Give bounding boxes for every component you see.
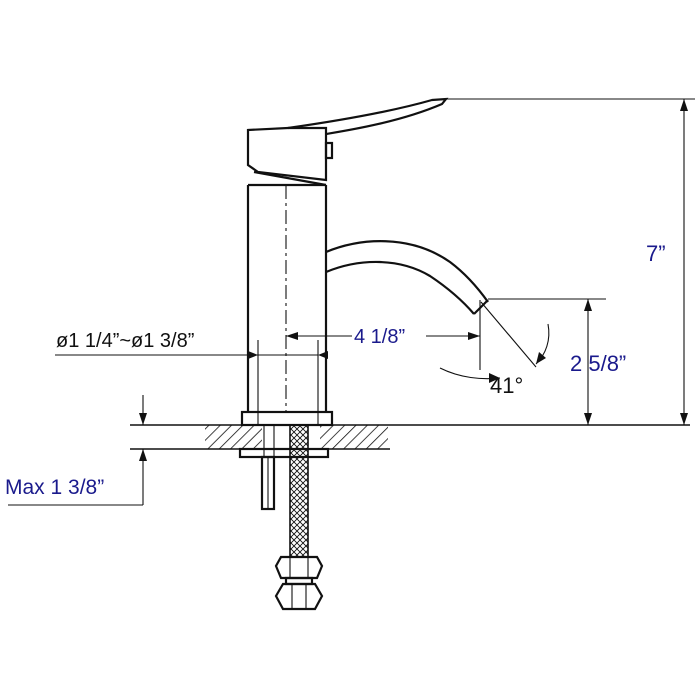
max-deck-thickness-label: Max 1 3/8” [5,476,104,499]
faucet-body [240,97,449,427]
spout-reach-label: 4 1/8” [354,326,405,348]
faucet-spout [325,240,489,315]
under-deck-parts [238,424,330,611]
height-total-label: 7” [646,241,666,266]
spout-height-label: 2 5/8” [570,351,626,376]
spout-reach-dimension-line [286,300,481,370]
spout-angle-label: 41° [490,373,523,398]
hole-diameter-dimension-line [55,351,328,359]
countertop [130,424,690,450]
height-dimension-line [446,98,695,425]
spout-height-dimension-line [488,298,606,425]
deck-thickness-dimension-line [8,395,147,506]
hole-diameter-label: ø1 1/4”~ø1 3/8” [56,330,194,352]
spout-angle-arc [439,301,550,383]
